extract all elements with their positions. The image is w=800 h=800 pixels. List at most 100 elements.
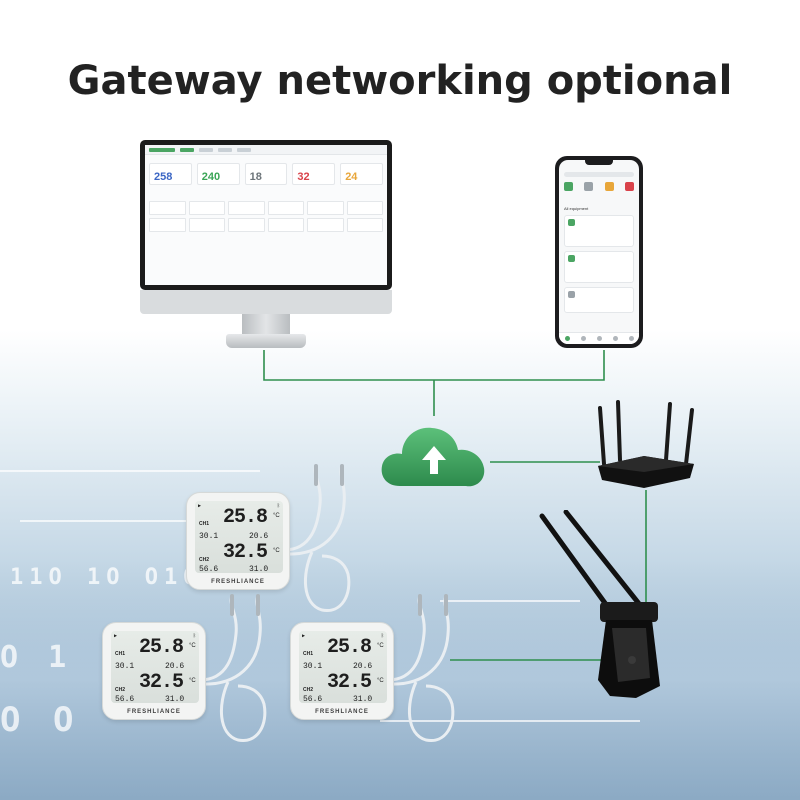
ch2-label: CH2 (303, 687, 314, 693)
binary-digits-decoration: O 1 (0, 640, 73, 675)
equipment-card[interactable] (564, 287, 634, 313)
status-icon[interactable] (584, 182, 594, 191)
gateway-card[interactable] (267, 218, 304, 232)
ch1-unit: °C (377, 643, 384, 649)
nav-share-icon[interactable] (596, 336, 602, 341)
ch2-min: 56.6 (199, 565, 219, 574)
upload-arrow-icon (422, 446, 446, 474)
dashboard-tab[interactable] (218, 147, 232, 152)
gateway-card[interactable] (267, 201, 304, 215)
brand-label: FRESHLIANCE (315, 709, 369, 715)
bluetooth-icon: ᛒ (192, 633, 196, 639)
gateway-grid (145, 196, 387, 237)
page-title: Gateway networking optional (67, 58, 733, 104)
dashboard-tab[interactable] (237, 147, 251, 152)
lcd-display: ▶ ᛒ CH1 25.8 °C 30.1 20.6 CH2 32.5 °C 56… (111, 631, 199, 704)
ch1-max: 20.6 (249, 532, 269, 541)
lcd-display: ▶ ᛒ CH1 25.8 °C 30.1 20.6 CH2 32.5 °C 56… (299, 631, 387, 704)
status-icon[interactable] (604, 182, 614, 191)
thermometer-probe-icon (387, 594, 455, 742)
stat-value: 240 (201, 171, 221, 183)
nav-message-icon[interactable] (580, 336, 586, 341)
ch1-label: CH1 (115, 651, 126, 657)
dashboard-topbar (145, 145, 387, 155)
phone-notch (585, 160, 613, 165)
ch2-temperature: 32.5 (139, 671, 184, 694)
ch2-unit: °C (273, 548, 280, 554)
dual-probe-thermometer: ▶ ᛒ CH1 25.8 °C 30.1 20.6 CH2 32.5 °C 56… (290, 622, 394, 720)
ch2-max: 31.0 (249, 565, 269, 574)
gateway-card[interactable] (307, 218, 344, 232)
light-streak (0, 470, 260, 472)
thermometer-probe-icon (283, 464, 351, 612)
ch2-max: 31.0 (353, 695, 373, 704)
gateway-icon (568, 255, 575, 262)
dashboard-tab[interactable] (199, 147, 213, 152)
stat-card[interactable]: 32 (292, 163, 336, 185)
ch1-temperature: 25.8 (223, 506, 268, 529)
equipment-card[interactable] (564, 215, 634, 247)
ch2-unit: °C (377, 678, 384, 684)
stat-value: 258 (154, 171, 173, 183)
stat-card[interactable]: 18 (244, 163, 288, 185)
ch1-min: 30.1 (115, 662, 135, 671)
lcd-display: ▶ ᛒ CH1 25.8 °C 30.1 20.6 CH2 32.5 °C 56… (195, 501, 283, 574)
ch2-min: 56.6 (115, 695, 135, 704)
gateway-card[interactable] (307, 201, 344, 215)
bluetooth-icon: ᛒ (276, 503, 280, 509)
binary-digits-decoration: O O (0, 700, 80, 740)
dual-probe-thermometer: ▶ ᛒ CH1 25.8 °C 30.1 20.6 CH2 32.5 °C 56… (186, 492, 290, 590)
dashboard-tab[interactable] (180, 147, 194, 152)
phone-search-bar[interactable] (564, 172, 634, 177)
ch1-max: 20.6 (165, 662, 185, 671)
ch2-label: CH2 (199, 557, 210, 563)
stat-card[interactable]: 258 (149, 163, 192, 185)
status-icon[interactable] (624, 182, 634, 191)
equipment-section-label: All equipment (564, 206, 589, 211)
stat-card[interactable]: 24 (340, 163, 383, 185)
monitor-stand-base (226, 334, 306, 348)
light-streak (380, 720, 640, 722)
stat-card[interactable]: 240 (196, 163, 240, 185)
device-connector-line (263, 350, 605, 381)
desktop-monitor: 258 240 18 32 24 (140, 140, 392, 290)
gateway-card[interactable] (228, 218, 265, 232)
phone-shortcut-icons (564, 182, 634, 191)
brand-label: FRESHLIANCE (127, 709, 181, 715)
light-streak (440, 600, 580, 602)
dashboard-logo (149, 147, 175, 152)
bluetooth-icon: ᛒ (380, 633, 384, 639)
dual-probe-thermometer: ▶ ᛒ CH1 25.8 °C 30.1 20.6 CH2 32.5 °C 56… (102, 622, 206, 720)
ch1-temperature: 25.8 (327, 636, 372, 659)
nav-home-icon[interactable] (564, 336, 570, 341)
gateway-card[interactable] (149, 218, 186, 232)
gateway-card[interactable] (346, 201, 383, 215)
nav-settings-icon[interactable] (628, 336, 634, 341)
smartphone: All equipment (555, 156, 643, 348)
gateway-card[interactable] (346, 218, 383, 232)
ch2-temperature: 32.5 (223, 541, 268, 564)
phone-bottom-nav (559, 332, 639, 344)
ch2-unit: °C (189, 678, 196, 684)
gateway-card[interactable] (188, 218, 225, 232)
play-icon: ▶ (114, 633, 118, 639)
gateway-card[interactable] (188, 201, 225, 215)
ch2-max: 31.0 (165, 695, 185, 704)
gateway-icon (568, 219, 575, 226)
status-icon[interactable] (564, 182, 573, 191)
gateway-section-header (145, 188, 387, 196)
ch1-label: CH1 (303, 651, 314, 657)
dashboard-stats: 258 240 18 32 24 (145, 163, 387, 185)
ch2-min: 56.6 (303, 695, 323, 704)
cloud-upload-icon (381, 427, 485, 487)
ch1-min: 30.1 (199, 532, 219, 541)
stat-value: 24 (345, 171, 358, 183)
equipment-card[interactable] (564, 251, 634, 283)
gateway-card[interactable] (149, 201, 186, 215)
nav-alarm-icon[interactable] (612, 336, 618, 341)
monitor-stand-neck (242, 314, 290, 336)
ch1-unit: °C (273, 513, 280, 519)
ch1-unit: °C (189, 643, 196, 649)
gateway-card[interactable] (228, 201, 265, 215)
